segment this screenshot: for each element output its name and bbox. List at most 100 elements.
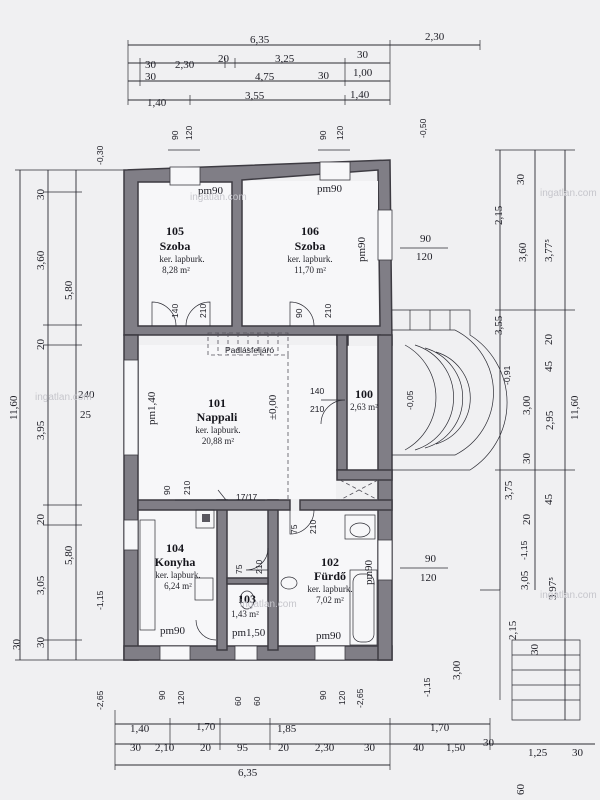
- svg-text:90: 90: [420, 233, 432, 245]
- svg-text:90: 90: [157, 690, 167, 700]
- svg-text:30: 30: [483, 737, 495, 749]
- svg-text:20: 20: [521, 514, 533, 526]
- right-dimensions: 2,15 3,60 3,77⁵ 3,55 3,00 3,75 3,05 2,15…: [451, 149, 581, 720]
- svg-text:240: 240: [78, 389, 95, 401]
- room-104-area: 6,24 m²: [164, 581, 192, 591]
- dim-top-r2-3: 3,25: [275, 53, 295, 65]
- svg-text:120: 120: [416, 251, 433, 263]
- watermark-5: ingatlan.com: [540, 590, 597, 601]
- svg-text:210: 210: [254, 560, 264, 574]
- svg-text:30: 30: [130, 742, 142, 754]
- watermark-2: ingatlan.com: [540, 188, 597, 199]
- level-l5: -1,15: [519, 540, 529, 560]
- edge-fragment: 60: [515, 784, 527, 796]
- svg-text:3,60: 3,60: [35, 250, 47, 270]
- svg-text:95: 95: [237, 742, 249, 754]
- level-l6: -1,15: [95, 590, 105, 610]
- svg-text:3,00: 3,00: [451, 660, 463, 680]
- room-102: 75 210 102 Fürdő ker. lapburk. 7,02 m² p…: [289, 520, 375, 642]
- room-106: pm90 106 Szoba ker. lapburk. 11,70 m² 90…: [287, 183, 368, 318]
- svg-text:1,85: 1,85: [277, 723, 297, 735]
- svg-text:30: 30: [572, 747, 584, 759]
- level-markers: -0,30 -0,50 -0,05 -0,91 -1,15 -1,15 -2,6…: [95, 118, 529, 710]
- room-104-number: 104: [166, 541, 184, 555]
- dim-top-r4-0: 1,40: [147, 97, 167, 109]
- level-l4: -0,91: [502, 365, 512, 385]
- svg-text:5,80: 5,80: [63, 545, 75, 565]
- room-100-area: 2,63 m²: [350, 402, 378, 412]
- svg-text:30: 30: [515, 174, 527, 186]
- svg-text:20: 20: [278, 742, 290, 754]
- svg-text:2,30: 2,30: [315, 742, 335, 754]
- dim-top-r3-0: 30: [145, 71, 157, 83]
- room-105: pm90 105 Szoba ker. lapburk. 8,28 m² 140…: [159, 185, 223, 318]
- dim-left-outer: 11,60: [8, 395, 20, 420]
- svg-text:90: 90: [318, 690, 328, 700]
- svg-text:210: 210: [310, 404, 324, 414]
- dim-top-r2-0: 30: [145, 59, 157, 71]
- room-100: 100 2,63 m²: [350, 387, 378, 412]
- room-104-floor: ker. lapburk.: [155, 570, 200, 580]
- svg-text:45: 45: [543, 494, 555, 506]
- room-103-area: 1,43 m²: [231, 609, 259, 619]
- svg-text:30: 30: [35, 637, 47, 649]
- room-101-number: 101: [208, 396, 226, 410]
- room-101-area: 20,88 m²: [202, 436, 235, 446]
- svg-text:pm90: pm90: [356, 236, 368, 262]
- room-101-name: Nappali: [197, 410, 238, 424]
- dim-top-r3-2: 30: [318, 70, 330, 82]
- dim-top-right: 2,30: [425, 31, 445, 43]
- svg-text:20: 20: [35, 339, 47, 351]
- left-dimensions: 11,60 3,60 3,95 5,80 3,05 30 30 5,80 20 …: [8, 169, 128, 661]
- room-106-name: Szoba: [295, 239, 326, 253]
- svg-text:30: 30: [35, 189, 47, 201]
- attic-stair: [175, 332, 289, 501]
- level-l7: -2,65: [95, 690, 105, 710]
- dim-top-r2-1: 2,30: [175, 59, 195, 71]
- svg-text:140: 140: [310, 386, 324, 396]
- svg-text:120: 120: [184, 126, 194, 140]
- room-101-level: ±0,00: [267, 394, 279, 420]
- level-l1: -0,30: [95, 145, 105, 165]
- svg-text:90: 90: [425, 553, 437, 565]
- watermark-1: ingatlan.com: [190, 192, 247, 203]
- dim-top-r3-3: 1,00: [353, 67, 373, 79]
- level-l2: -0,50: [418, 118, 428, 138]
- svg-text:2,15: 2,15: [493, 205, 505, 225]
- fixtures: [139, 509, 378, 646]
- level-l8: -2,65: [355, 688, 365, 708]
- top-dimensions: 6,35 2,30 30 2,30 20 3,25 30 30 4,75 30 …: [127, 31, 481, 109]
- svg-text:20: 20: [543, 334, 555, 346]
- room-104: 104 Konyha ker. lapburk. 6,24 m² pm90: [155, 541, 201, 637]
- svg-text:3,05: 3,05: [35, 575, 47, 595]
- svg-text:30: 30: [521, 453, 533, 465]
- window-dims-top: 90 120 90 120: [168, 126, 350, 151]
- room-103-number: 103: [238, 592, 256, 606]
- room-101-window: pm1,40: [146, 391, 158, 425]
- svg-text:90: 90: [162, 485, 172, 495]
- level-l3: -0,05: [405, 390, 415, 410]
- room-fills: [139, 181, 378, 645]
- svg-text:3,60: 3,60: [517, 242, 529, 262]
- svg-text:30: 30: [364, 742, 376, 754]
- watermark-4: ingatlan.com: [240, 599, 297, 610]
- right-openings-bottom: 90 120: [400, 553, 448, 584]
- dim-top-r4-1: 3,55: [245, 90, 265, 102]
- svg-text:2,10: 2,10: [155, 742, 175, 754]
- attic-stair-label: Padlásfeljáró: [225, 345, 274, 355]
- svg-text:210: 210: [198, 304, 208, 318]
- room-101-floor: ker. lapburk.: [195, 425, 240, 435]
- svg-text:60: 60: [233, 696, 243, 706]
- svg-text:3,77⁵: 3,77⁵: [543, 239, 555, 262]
- svg-text:75: 75: [289, 524, 299, 534]
- room-105-area: 8,28 m²: [162, 265, 190, 275]
- svg-text:75: 75: [234, 564, 244, 574]
- svg-text:1,50: 1,50: [446, 742, 466, 754]
- svg-text:210: 210: [182, 481, 192, 495]
- svg-text:20: 20: [200, 742, 212, 754]
- svg-text:3,75: 3,75: [503, 480, 515, 500]
- svg-text:3,05: 3,05: [519, 570, 531, 590]
- room-103-window: pm1,50: [232, 627, 266, 639]
- svg-text:120: 120: [420, 572, 437, 584]
- svg-text:2,95: 2,95: [544, 410, 556, 430]
